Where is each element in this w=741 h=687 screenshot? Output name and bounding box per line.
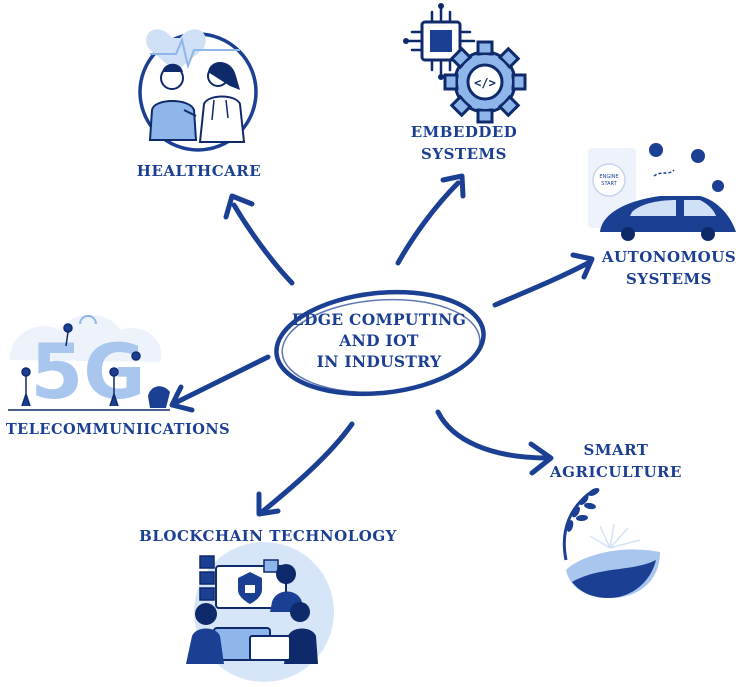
engine-start-text-1: ENGINE (599, 174, 618, 180)
arrow-head-healthcare (223, 193, 255, 220)
arrow-to-embedded (395, 180, 461, 266)
autonomous-line-1: AUTONOMOUS (601, 248, 737, 266)
autonomous-illustration: ENGINE START (588, 143, 736, 241)
arrow-head-agriculture (528, 441, 554, 476)
arrow-head-autonomous (570, 252, 595, 280)
center-topic-label: EDGE COMPUTING AND IOT IN INDUSTRY (284, 309, 474, 372)
center-line-2: AND IOT (339, 331, 419, 350)
embedded-line-2: SYSTEMS (421, 145, 507, 163)
engine-start-text-2: START (601, 181, 617, 187)
arrow-to-autonomous (492, 259, 593, 308)
agriculture-line-1: SMART (583, 441, 649, 459)
autonomous-line-2: SYSTEMS (626, 270, 712, 288)
center-ellipse (274, 289, 486, 397)
embedded-line-1: EMBEDDED (410, 123, 518, 141)
embedded-illustration: </> (403, 3, 527, 124)
arrow-to-healthcare (231, 202, 295, 286)
arrow-to-blockchain (259, 421, 355, 515)
autonomous-label: AUTONOMOUS SYSTEMS (598, 246, 740, 290)
healthcare-illustration (138, 29, 258, 152)
agriculture-label: SMART AGRICULTURE (546, 439, 686, 483)
svg-text:</>: </> (474, 76, 496, 90)
arrow-to-telecom (172, 354, 271, 406)
embedded-label: EMBEDDED SYSTEMS (404, 121, 524, 165)
agriculture-illustration (562, 488, 660, 599)
center-line-1: EDGE COMPUTING (291, 310, 467, 329)
arrow-head-blockchain (256, 491, 281, 517)
blockchain-label: BLOCKCHAIN TECHNOLOGY (139, 527, 397, 545)
arrow-to-agriculture (435, 409, 551, 461)
healthcare-label: HEALTHCARE (136, 162, 262, 180)
agriculture-line-2: AGRICULTURE (550, 463, 682, 481)
blockchain-illustration (186, 542, 334, 682)
center-line-3: IN INDUSTRY (316, 352, 442, 371)
telecom-illustration: 5G (8, 315, 170, 416)
arrow-head-telecom (169, 384, 195, 413)
arrow-head-embedded (440, 173, 466, 199)
telecom-5g-text: 5G (30, 327, 145, 416)
telecom-label: TELECOMMUNIICATIONS (5, 421, 231, 438)
